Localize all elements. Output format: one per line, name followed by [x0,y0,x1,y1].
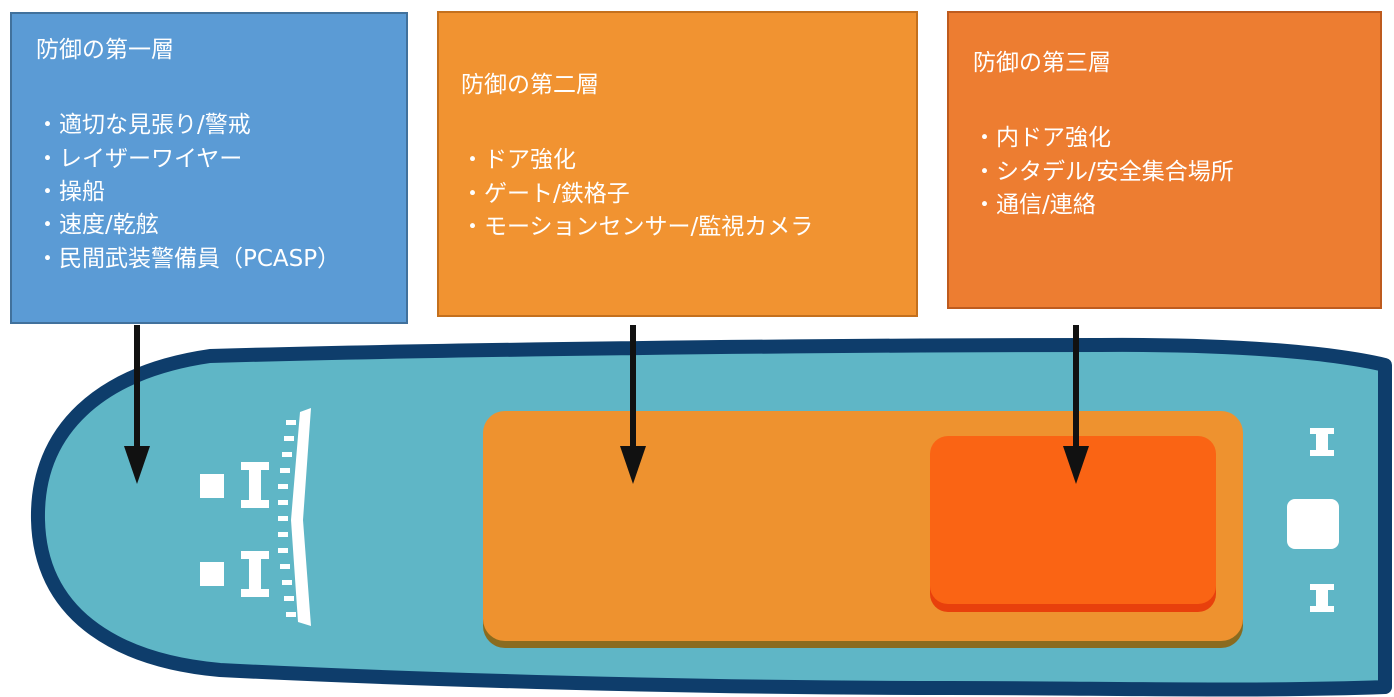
layer3-title: 防御の第三層 [973,50,1111,76]
list-item: ・操船 [36,179,105,206]
stern-deck-fittings [1287,428,1339,612]
list-item: ・民間武装警備員（PCASP） [36,245,341,272]
list-item: ・ゲート/鉄格子 [461,180,630,207]
arrow-layer1-shaft [134,325,140,447]
list-item: ・適切な見張り/警戒 [36,112,251,139]
arrow-layer2-shaft [630,325,636,447]
arrow-layer1-head [124,446,150,484]
layer2-title: 防御の第二層 [461,72,599,98]
list-item: ・シタデル/安全集合場所 [973,158,1234,185]
list-item: ・通信/連絡 [973,192,1096,219]
bow-deck-fittings [200,408,311,626]
list-item: ・ドア強化 [461,147,576,174]
citadel [930,436,1216,604]
layer1-title: 防御の第一層 [36,37,174,63]
list-item: ・内ドア強化 [973,125,1111,152]
arrow-layer2-head [620,446,646,484]
layer1-list: ・適切な見張り/警戒 ・レイザーワイヤー ・操船 ・速度/乾舷 ・民間武装警備員… [36,109,392,276]
layer1-box: 防御の第一層 ・適切な見張り/警戒 ・レイザーワイヤー ・操船 ・速度/乾舷 ・… [10,12,408,324]
arrow-layer3-head [1063,446,1089,484]
layer2-list: ・ドア強化 ・ゲート/鉄格子 ・モーションセンサー/監視カメラ [461,144,906,244]
list-item: ・モーションセンサー/監視カメラ [461,214,814,241]
list-item: ・速度/乾舷 [36,212,159,239]
list-item: ・レイザーワイヤー [36,145,243,172]
layer2-box: 防御の第二層 ・ドア強化 ・ゲート/鉄格子 ・モーションセンサー/監視カメラ [437,11,918,317]
layer3-box: 防御の第三層 ・内ドア強化 ・シタデル/安全集合場所 ・通信/連絡 [947,11,1382,309]
layer3-list: ・内ドア強化 ・シタデル/安全集合場所 ・通信/連絡 [973,122,1370,222]
layer-arrows [124,325,1089,484]
arrow-layer3-shaft [1073,325,1079,447]
